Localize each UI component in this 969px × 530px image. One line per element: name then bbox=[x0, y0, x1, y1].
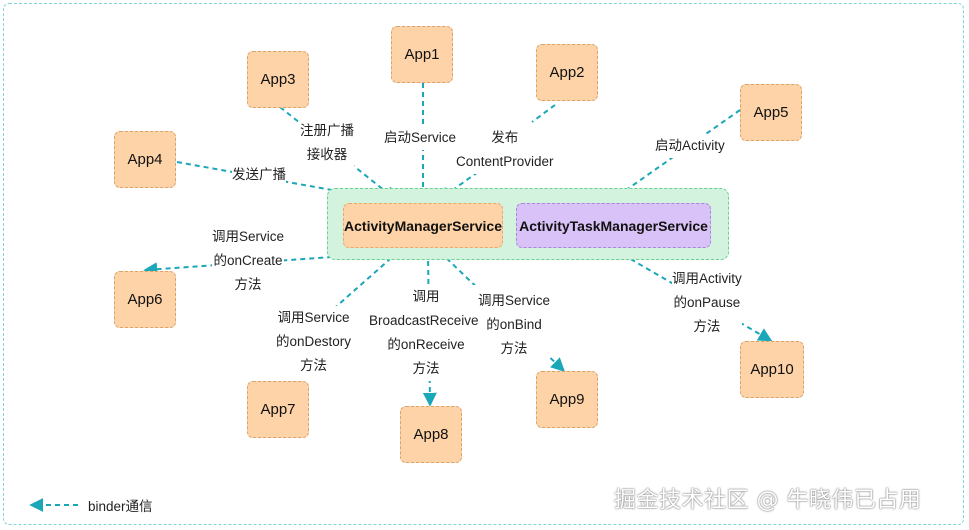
edge-label-app7-line3: 方法 bbox=[300, 358, 328, 373]
edge-app4-ams bbox=[176, 161, 401, 207]
edge-app5-atms bbox=[609, 109, 741, 202]
edge-label-app9-line3: 方法 bbox=[500, 341, 528, 356]
edge-label-app9-line2: 的onBind bbox=[486, 317, 542, 332]
diagram-frame bbox=[3, 3, 964, 525]
edge-label-app8-line4: 方法 bbox=[412, 361, 440, 376]
edge-label-app6-line3: 方法 bbox=[234, 277, 262, 292]
edge-label-app4: 发送广播 bbox=[232, 163, 286, 187]
edge-label-app7-line1: 调用Service bbox=[277, 310, 350, 325]
edge-label-app10: 调用Activity 的onPause 方法 bbox=[672, 267, 742, 339]
app7-node: App7 bbox=[247, 381, 309, 438]
edge-atms-app10 bbox=[614, 249, 773, 342]
edge-label-app10-line3: 方法 bbox=[693, 319, 721, 334]
app9-node: App9 bbox=[536, 371, 598, 428]
activity-task-manager-service-node: ActivityTaskManagerService bbox=[516, 203, 711, 248]
edge-label-app3-line2: 接收器 bbox=[306, 147, 348, 162]
edge-label-app2-line1: 发布 bbox=[491, 130, 519, 145]
activity-manager-service-node: ActivityManagerService bbox=[343, 203, 503, 248]
app2-node: App2 bbox=[536, 44, 598, 101]
edge-label-app9: 调用Service 的onBind 方法 bbox=[478, 289, 551, 361]
edge-label-app7-line2: 的onDestory bbox=[276, 334, 352, 349]
edge-label-app10-line1: 调用Activity bbox=[672, 271, 742, 286]
edge-label-app3-line1: 注册广播 bbox=[300, 123, 354, 138]
edge-ams-app7 bbox=[329, 251, 399, 313]
app6-node: App6 bbox=[114, 271, 176, 328]
edge-label-app7: 调用Service 的onDestory 方法 bbox=[276, 306, 352, 378]
edge-label-app8-line2: BroadcastReceiver bbox=[369, 313, 484, 328]
edge-label-app8-line3: 的onReceive bbox=[387, 337, 465, 352]
app10-node: App10 bbox=[740, 341, 804, 398]
watermark: 掘金技术社区 @ 牛晓伟已占用 bbox=[614, 488, 922, 513]
app1-node: App1 bbox=[391, 26, 453, 83]
edge-label-app9-line1: 调用Service bbox=[478, 293, 551, 308]
edge-label-app6-line2: 的onCreate bbox=[213, 253, 283, 268]
edge-label-app8: 调用 BroadcastReceiver 的onReceive 方法 bbox=[369, 285, 484, 381]
app3-node: App3 bbox=[247, 51, 309, 108]
app4-node: App4 bbox=[114, 131, 176, 188]
app5-node: App5 bbox=[740, 84, 802, 141]
edge-label-app8-line1: 调用 bbox=[412, 289, 440, 304]
edge-label-app1: 启动Service bbox=[384, 126, 457, 150]
edge-label-app2: 发布 ContentProvider bbox=[456, 126, 554, 174]
edge-label-app3: 注册广播 接收器 bbox=[300, 119, 354, 167]
legend-label: binder通信 bbox=[88, 499, 153, 514]
edge-label-app10-line2: 的onPause bbox=[673, 295, 741, 310]
edge-app2-ams bbox=[531, 104, 556, 123]
edge-label-app2-line2: ContentProvider bbox=[456, 154, 554, 169]
edge-label-app5: 启动Activity bbox=[655, 134, 725, 158]
edge-label-app6-line1: 调用Service bbox=[212, 229, 285, 244]
edge-label-app6: 调用Service 的onCreate 方法 bbox=[212, 225, 285, 297]
app8-node: App8 bbox=[400, 406, 462, 463]
